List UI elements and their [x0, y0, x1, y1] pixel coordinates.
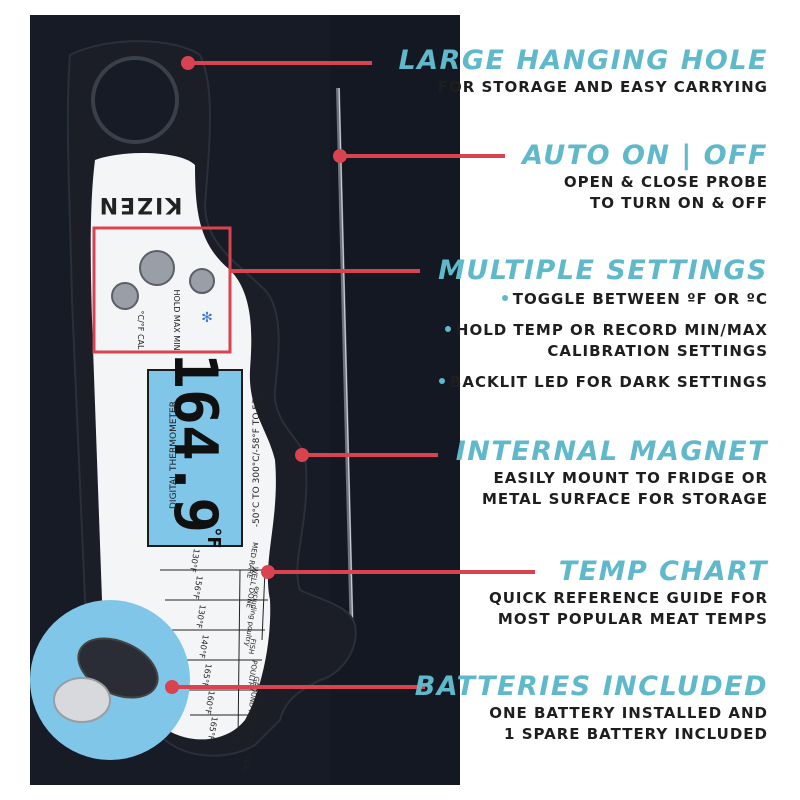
feature-internal-magnet: INTERNAL MAGNET EASILY MOUNT TO FRIDGE O… — [456, 436, 768, 510]
feature-temp-chart: TEMP CHART QUICK REFERENCE GUIDE FOR MOS… — [489, 556, 768, 630]
feature-line: METAL SURFACE FOR STORAGE — [481, 490, 768, 508]
feature-multiple-settings: MULTIPLE SETTINGS TOGGLE BETWEEN ºF OR º… — [438, 255, 768, 393]
feature-line: FOR STORAGE AND EASY CARRYING — [437, 78, 768, 96]
feature-title: TEMP CHART — [558, 556, 768, 587]
probe — [336, 87, 354, 641]
digital-thermometer-label: DIGITAL THERMOMETER — [169, 401, 179, 509]
lcd-display — [147, 369, 243, 547]
dark-background-panel — [330, 15, 460, 785]
feature-title: AUTO ON | OFF — [522, 140, 768, 171]
range-label: -50°C TO 300°C/-58°F TO 572°F — [252, 383, 262, 527]
feature-line: MOST POPULAR MEAT TEMPS — [497, 610, 768, 628]
feature-line: OPEN & CLOSE PROBE — [563, 173, 768, 191]
chart-row-temp: 130°F — [194, 604, 207, 629]
feature-line: QUICK REFERENCE GUIDE FOR — [488, 589, 768, 607]
feature-title: INTERNAL MAGNET — [455, 436, 768, 467]
feature-bullet: TOGGLE BETWEEN ºF OR ºC — [438, 289, 768, 310]
feature-line: TO TURN ON & OFF — [589, 194, 768, 212]
backlight-icon: ✻ — [201, 310, 213, 326]
chart-row-temp: 165°F — [200, 663, 213, 688]
chart-row-temp: 140°F — [197, 634, 210, 659]
feature-title: LARGE HANGING HOLE — [398, 45, 768, 76]
hold-button[interactable] — [189, 268, 215, 294]
feature-bullet: HOLD TEMP OR RECORD MIN/MAX — [438, 320, 768, 341]
main-button[interactable] — [139, 250, 175, 286]
feature-batteries: BATTERIES INCLUDED ONE BATTERY INSTALLED… — [415, 671, 768, 745]
chart-row-temp: 130°F — [188, 548, 201, 573]
chart-row-temp: 165°F — [206, 716, 219, 741]
hanging-hole — [91, 56, 179, 144]
temp-chart — [160, 569, 270, 741]
feature-line: 1 SPARE BATTERY INCLUDED — [504, 725, 768, 743]
feature-bullet: BACKLIT LED FOR DARK SETTINGS — [438, 372, 768, 393]
feature-line: CALIBRATION SETTINGS — [547, 342, 768, 360]
unit-cal-button[interactable] — [111, 282, 139, 310]
brand-logo: KIZEN — [98, 192, 183, 217]
lcd-reading: 164.9 — [160, 353, 230, 534]
unit-cal-label: °C/°F CAL — [136, 311, 145, 350]
chart-row-temp: 156°F — [191, 575, 204, 600]
chart-row-temp: 160°F — [203, 690, 216, 715]
feature-auto-on-off: AUTO ON | OFF OPEN & CLOSE PROBE TO TURN… — [522, 140, 768, 214]
feature-line: ONE BATTERY INSTALLED AND — [489, 704, 768, 722]
feature-title: MULTIPLE SETTINGS — [438, 255, 768, 286]
feature-hanging-hole: LARGE HANGING HOLE FOR STORAGE AND EASY … — [398, 45, 768, 98]
spare-battery — [53, 677, 111, 723]
feature-title: BATTERIES INCLUDED — [414, 671, 768, 702]
lcd-unit: °F — [203, 527, 224, 548]
settings-highlight-box — [92, 226, 232, 354]
hold-max-min-label: HOLD MAX MIN — [172, 289, 181, 350]
feature-line: EASILY MOUNT TO FRIDGE OR — [493, 469, 768, 487]
chart-row-meat: FISH — [247, 638, 258, 655]
